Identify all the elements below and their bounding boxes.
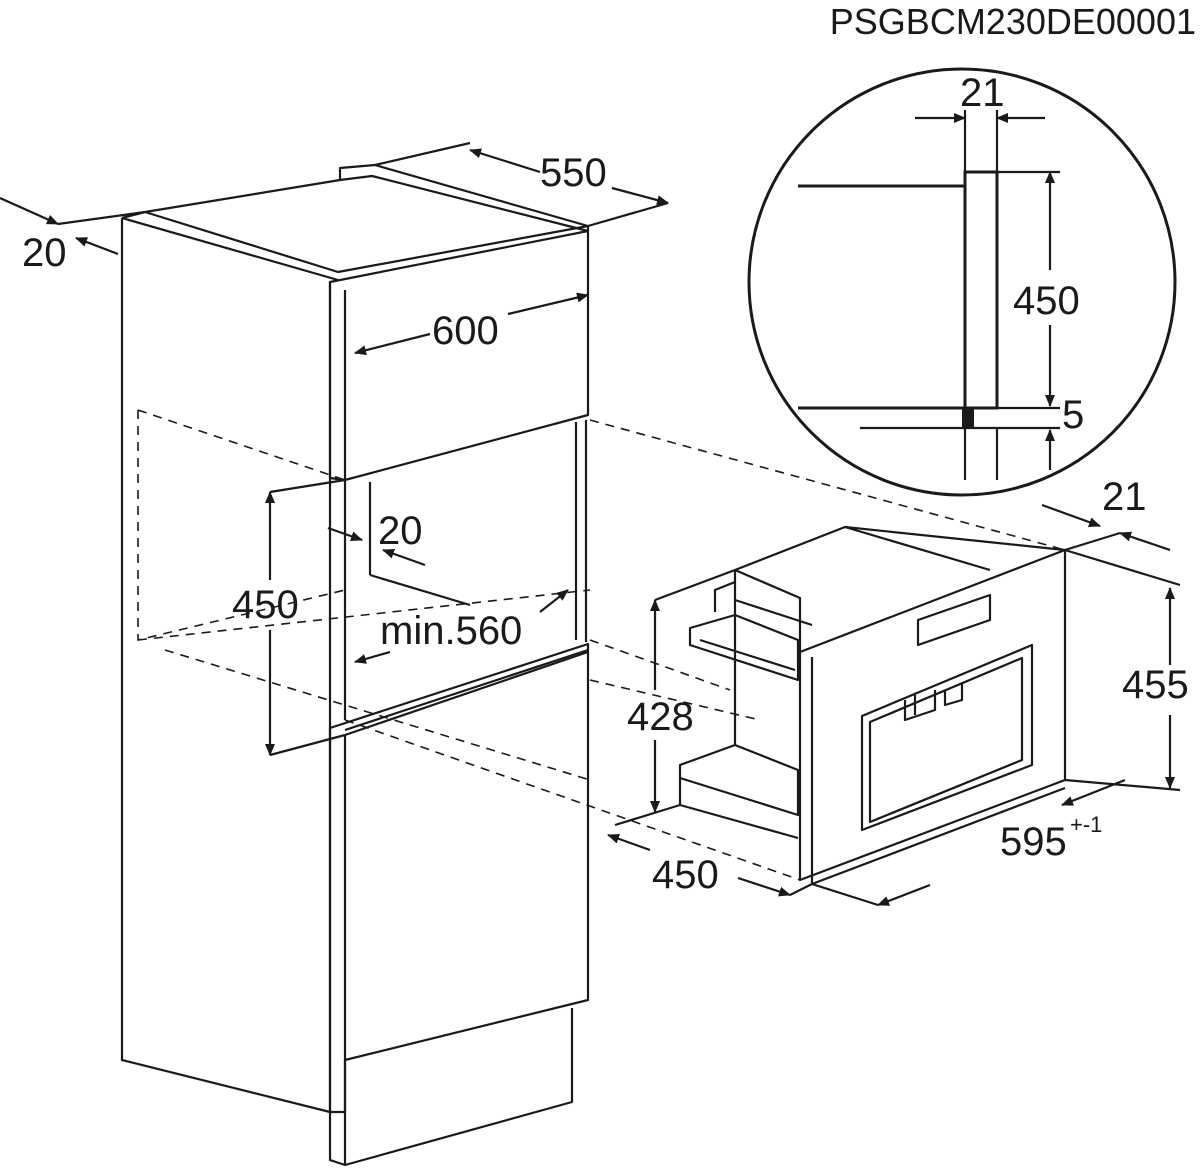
label-detail-gap: 5 <box>1062 393 1084 437</box>
dim-20-niche-arrow-b <box>382 548 426 567</box>
label-detail-height: 450 <box>1013 279 1080 323</box>
label-appliance-width: 595 <box>1000 820 1067 864</box>
dim-600-left-arrow <box>354 332 431 356</box>
appliance-front-recess <box>860 643 1034 832</box>
label-front-offset: 20 <box>22 231 67 275</box>
dim-595-left-arrow <box>877 883 931 907</box>
dim-560-left-arrow <box>354 650 391 664</box>
cabinet-plinth <box>328 1008 574 1167</box>
cabinet-top <box>121 163 590 274</box>
dim-560-right-arrow <box>539 589 569 613</box>
cabinet-lower-front <box>328 642 590 1114</box>
dim-550-left-arrow <box>469 148 541 174</box>
label-cabinet-depth: 550 <box>540 151 607 195</box>
label-appliance-frame-depth: 21 <box>1102 475 1147 519</box>
appliance-dimensions <box>607 503 1181 907</box>
dim-20-top-arrow-a <box>0 196 59 226</box>
cabinet-side-panel <box>120 218 332 1114</box>
label-appliance-front-height: 455 <box>1122 663 1189 707</box>
detail-shelf-lines <box>798 184 965 410</box>
dim-550-right-arrow <box>611 186 669 205</box>
appliance-top-tray <box>688 613 800 682</box>
dim-595-right-arrow <box>1061 778 1126 807</box>
dim-450-appliance-left-arrow <box>607 833 651 852</box>
dim-450-appliance-right-arrow <box>737 876 791 897</box>
dim-20-top-arrow-b <box>75 236 119 256</box>
drawing-code: PSGBCM230DE00001 <box>830 1 1196 42</box>
label-niche-setback: 20 <box>378 509 423 553</box>
cabinet-outline <box>120 163 590 1167</box>
appliance-display <box>916 593 992 647</box>
label-detail-thickness: 21 <box>960 71 1005 115</box>
detail-circle-outline <box>747 67 1177 497</box>
niche-walls <box>343 420 588 720</box>
dim-600-right-arrow <box>507 292 589 316</box>
label-appliance-body-depth: 450 <box>652 853 719 897</box>
cabinet-upper-front <box>328 229 590 482</box>
dim-21-appliance-arrow-a <box>1041 503 1101 528</box>
dim-21-appliance-arrow-b <box>1119 531 1171 552</box>
label-niche-depth: min.560 <box>380 609 522 653</box>
detail-panel <box>963 170 999 410</box>
appliance-spouts <box>903 684 964 722</box>
appliance-outline <box>678 525 1067 886</box>
label-appliance-body-height: 428 <box>627 695 694 739</box>
detail-gap-block <box>962 408 974 428</box>
detail-circle <box>747 67 1177 497</box>
cabinet-dimensions <box>0 141 669 757</box>
label-cabinet-width: 600 <box>432 309 499 353</box>
appliance-top <box>734 525 1066 652</box>
label-appliance-width-tolerance: +-1 <box>1070 812 1102 837</box>
label-niche-height: 450 <box>232 583 299 627</box>
dim-20-niche-arrow-a <box>327 526 363 542</box>
projection-lines <box>137 409 1066 881</box>
appliance-lower-tray <box>678 743 800 817</box>
